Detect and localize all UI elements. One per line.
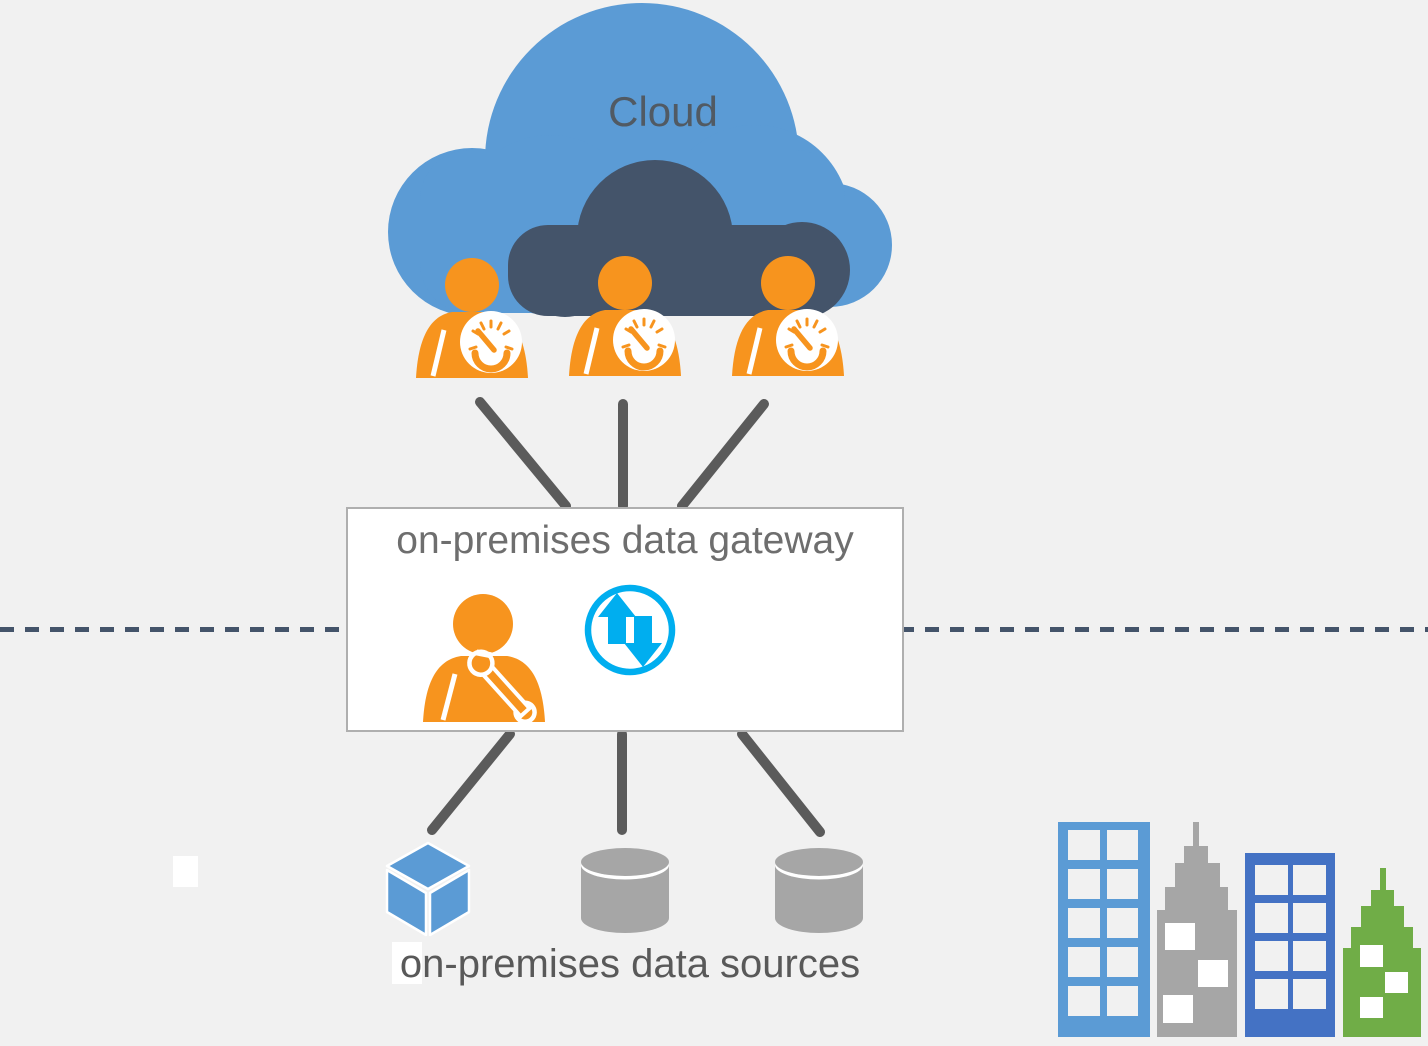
gateway-title: on-premises data gateway [396, 519, 854, 562]
connector-line [737, 729, 825, 837]
down-arrow-icon [624, 616, 662, 667]
cloud-user-icon [416, 258, 528, 378]
database-icon [775, 848, 863, 933]
building-gray [1157, 822, 1237, 1037]
data-transfer-up-down-icon [584, 584, 676, 676]
cloud-label: Cloud [608, 88, 718, 135]
up-arrow-icon [598, 593, 636, 644]
building-dark-blue [1245, 853, 1335, 1037]
gateway-box: on-premises data gateway [346, 507, 904, 732]
white-artifact [392, 942, 422, 984]
white-artifact [173, 856, 198, 887]
connector-line [427, 729, 515, 835]
cube-data-source-icon [385, 841, 471, 937]
buildings-illustration [1058, 822, 1421, 1037]
sources-label: on-premises data sources [399, 942, 861, 986]
connector-line [677, 399, 769, 511]
connector-line [475, 397, 571, 511]
building-green [1343, 868, 1421, 1037]
database-icon [581, 848, 669, 933]
building-light-blue [1058, 822, 1150, 1037]
cloud-user-icon [732, 256, 844, 376]
admin-user-wrench-icon [423, 594, 545, 722]
wrench-icon [467, 649, 537, 722]
cloud-user-icon [569, 256, 681, 376]
